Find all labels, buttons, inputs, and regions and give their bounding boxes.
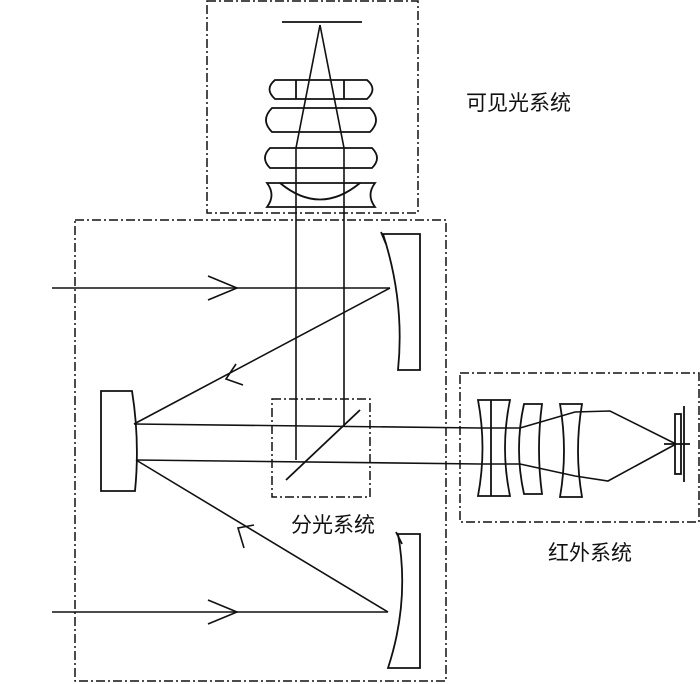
visible-lens-3 xyxy=(264,147,378,169)
lower-primary-mirror xyxy=(386,533,421,669)
lower-mirror-tick xyxy=(395,531,403,545)
infrared-lens-1 xyxy=(476,399,512,497)
visible-lens-1 xyxy=(268,79,374,100)
beam-splitter-frame xyxy=(271,398,371,498)
visible-ray-right xyxy=(319,24,345,213)
incoming-ray-lower-arrow xyxy=(207,599,240,625)
infrared-system-label: 红外系统 xyxy=(548,541,632,565)
infrared-ray-lower xyxy=(519,443,677,482)
visible-lens-2 xyxy=(265,107,377,133)
visible-lens-4 xyxy=(265,182,377,208)
upper-primary-mirror xyxy=(381,233,421,371)
reflected-ray-upper-arrow xyxy=(224,363,244,386)
secondary-mirror xyxy=(100,390,138,492)
infrared-system-frame xyxy=(459,372,700,523)
reflected-ray-lower-arrow xyxy=(236,524,255,549)
splitter-system-label: 分光系统 xyxy=(291,513,375,537)
reflected-ray-lower xyxy=(135,459,389,613)
infrared-beam-upper xyxy=(133,423,481,429)
visible-system-label: 可见光系统 xyxy=(466,91,571,115)
beam-splitter-plate xyxy=(285,409,361,481)
infrared-lens-2 xyxy=(518,403,544,495)
reflected-ray-upper xyxy=(133,287,391,425)
infrared-lens-3 xyxy=(558,403,584,498)
infrared-lens-group xyxy=(476,399,584,498)
visible-system-frame xyxy=(206,0,419,214)
visible-lens-4-inner xyxy=(279,182,361,201)
visible-lens-group xyxy=(264,79,378,208)
infrared-beam-lower xyxy=(135,459,481,465)
main-optics-frame xyxy=(74,219,447,682)
visible-ray-left xyxy=(295,24,321,213)
infrared-ray-upper xyxy=(519,410,677,445)
upper-mirror-tick xyxy=(380,231,387,245)
incoming-ray-upper-arrow xyxy=(207,275,240,301)
